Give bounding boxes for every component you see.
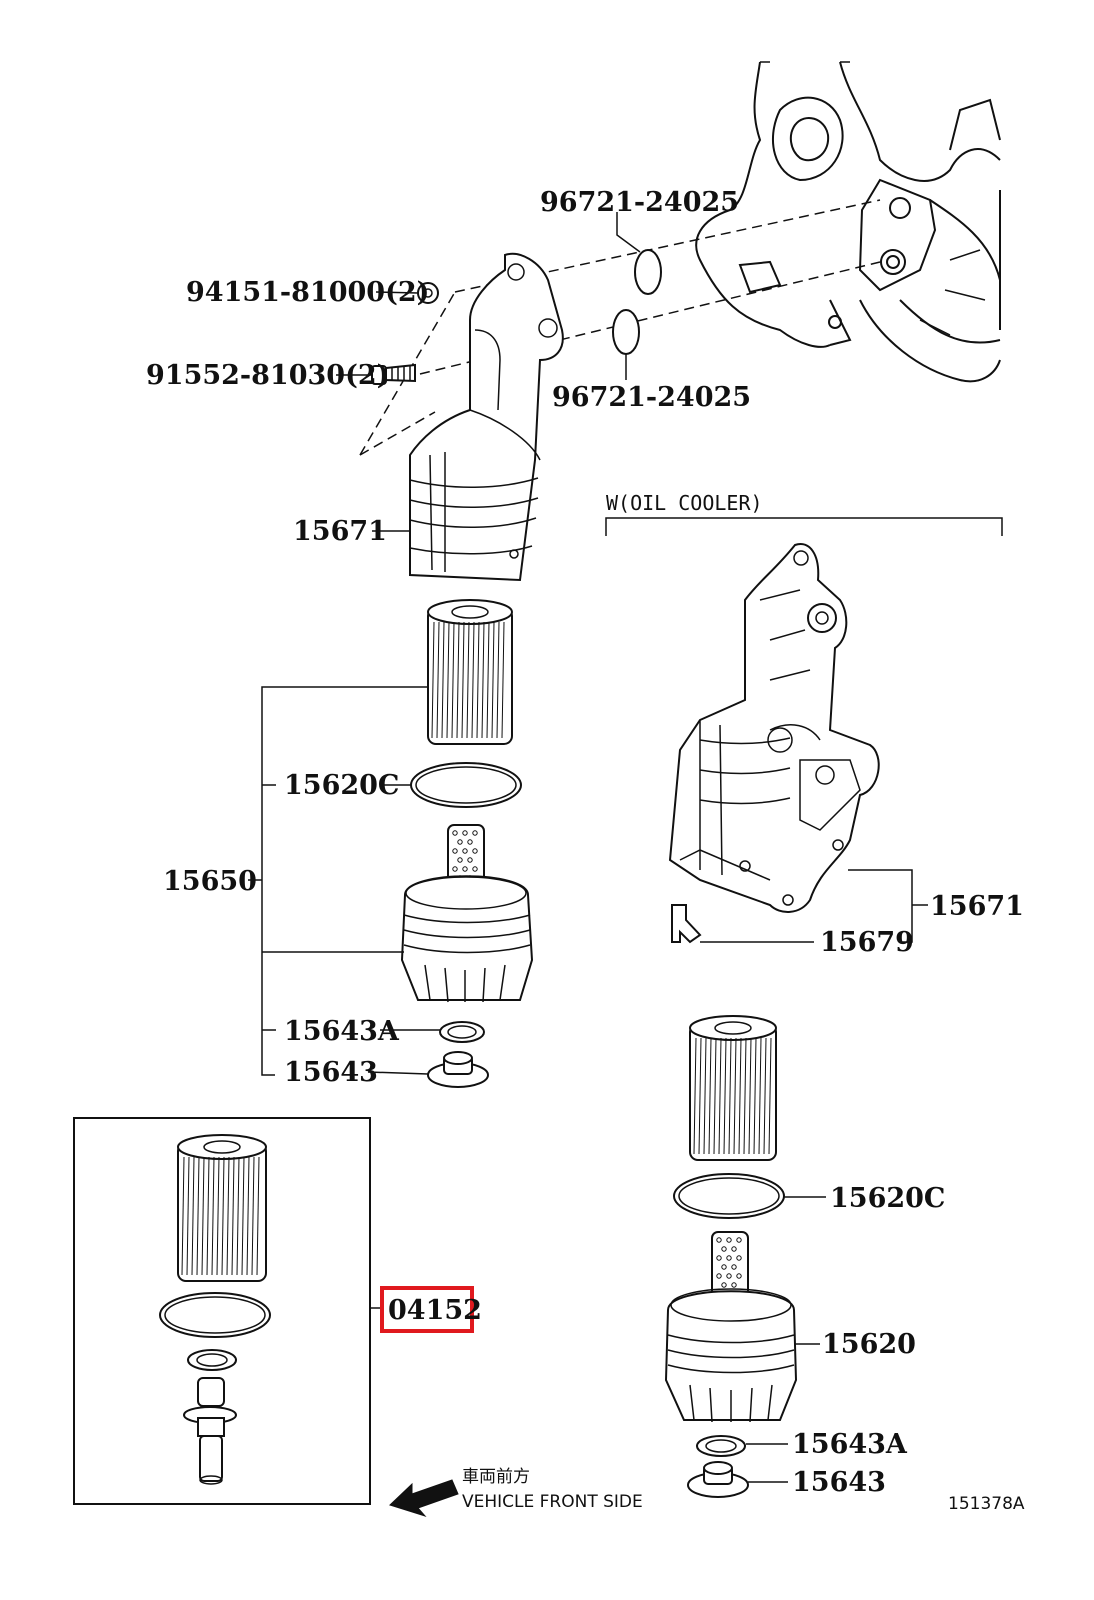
- label-diagram-id: 151378A: [948, 1494, 1025, 1514]
- kit-o-ring: [159, 1292, 271, 1338]
- label-housing-cooler: 15671: [930, 891, 1024, 922]
- drain-plug-main: [427, 1051, 489, 1088]
- label-o-ring-bottom: 96721-24025: [552, 382, 751, 413]
- label-drain-gasket-cooler: 15643A: [792, 1429, 908, 1460]
- label-o-ring-top: 96721-24025: [540, 187, 739, 218]
- label-direction-jp: 車両前方: [462, 1467, 530, 1487]
- label-filter-element-main: 15620C: [284, 770, 399, 801]
- engine-block-drawing: [695, 61, 1001, 383]
- kit-label-highlight: [380, 1286, 474, 1333]
- nut-part: [417, 282, 439, 304]
- label-direction-en: VEHICLE FRONT SIDE: [462, 1492, 643, 1512]
- clip-part: [671, 904, 702, 944]
- filter-cap-cooler: [664, 1231, 798, 1423]
- label-filter-element-cooler: 15620C: [830, 1183, 945, 1214]
- filter-o-ring-main: [410, 762, 522, 808]
- o-ring-bottom: [612, 309, 640, 355]
- kit-drain-element: [183, 1377, 237, 1485]
- label-drain-plug-main: 15643: [284, 1057, 378, 1088]
- label-drain-plug-cooler: 15643: [792, 1467, 886, 1498]
- drain-gasket-main: [439, 1021, 485, 1043]
- drain-gasket-cooler: [696, 1435, 746, 1457]
- drain-plug-cooler: [687, 1461, 749, 1498]
- label-variant-header: W(OIL COOLER): [606, 491, 763, 515]
- oil-filter-housing-main: [409, 252, 564, 582]
- label-assembly: 15650: [163, 866, 257, 897]
- bolt-part: [371, 363, 416, 385]
- oil-cooler-housing: [668, 543, 880, 913]
- label-kit: 04152: [388, 1295, 482, 1326]
- label-bolt: 91552-81030(2): [146, 360, 389, 391]
- kit-box: [73, 1117, 371, 1505]
- label-clip-cooler: 15679: [820, 927, 914, 958]
- kit-gasket: [187, 1349, 237, 1371]
- o-ring-top: [634, 249, 662, 295]
- filter-cap-main: [400, 824, 534, 1003]
- label-housing-main: 15671: [293, 516, 387, 547]
- label-nut: 94151-81000(2): [186, 277, 429, 308]
- oil-filter-element-main: [427, 599, 513, 745]
- leader-lines: [248, 212, 1003, 1483]
- label-cap-cooler: 15620: [822, 1329, 916, 1360]
- oil-filter-element-cooler: [689, 1015, 777, 1161]
- filter-o-ring-cooler: [673, 1173, 785, 1219]
- kit-filter-element: [177, 1134, 267, 1282]
- vehicle-front-arrow-icon: [389, 1479, 459, 1518]
- label-drain-gasket-main: 15643A: [284, 1016, 400, 1047]
